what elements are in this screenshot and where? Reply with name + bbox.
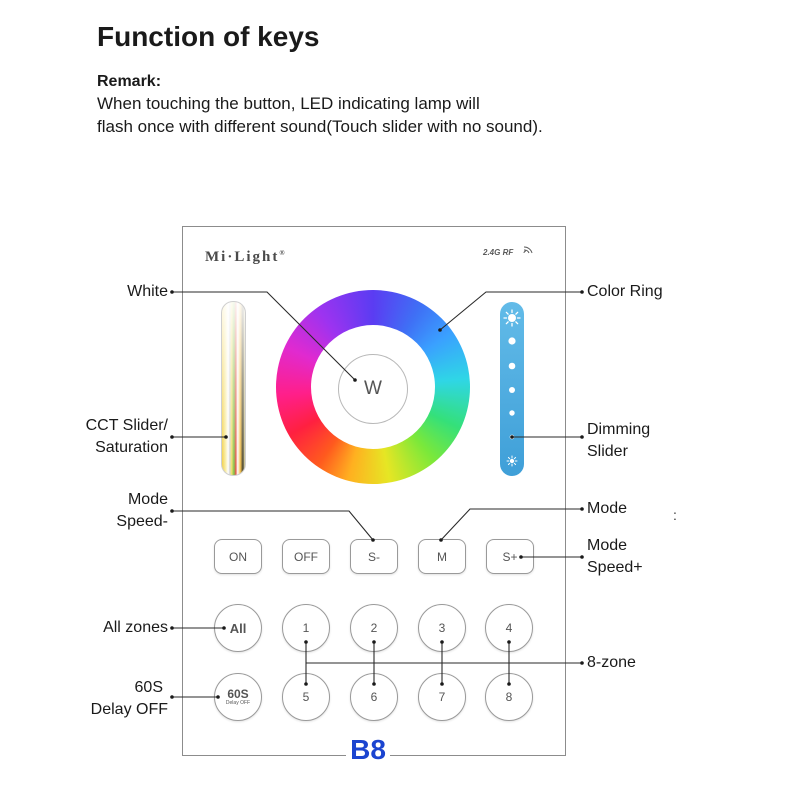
brand-name: Mi·Light (205, 249, 280, 265)
callout-mode-speed-plus-line-2: Speed+ (587, 559, 643, 576)
zone-7-button[interactable]: 7 (418, 673, 466, 721)
zone-4-label: 4 (505, 621, 513, 635)
on-button[interactable]: ON (214, 539, 262, 574)
model-label: B8 (346, 733, 390, 767)
callout-cct-line-2: Saturation (95, 439, 168, 456)
speed-minus-button-label: S- (368, 549, 380, 564)
remark-line-1: When touching the button, LED indicating… (97, 94, 480, 113)
speed-plus-button-label: S+ (502, 549, 518, 564)
callout-mode-speed-plus-line-1: Mode (587, 537, 628, 554)
callout-dimming-slider: Dimming Slider (587, 419, 650, 463)
callout-delay-off-line-1: 60S (134, 679, 163, 696)
cct-saturation-slider[interactable] (221, 301, 246, 476)
callout-mode: Mode (587, 500, 628, 517)
registered-mark: ® (279, 249, 285, 257)
callout-mode-speed-minus-line-2: Speed- (116, 513, 168, 530)
callout-mode-speed-plus: Mode Speed+ (587, 535, 643, 579)
wifi-signal-icon (523, 246, 533, 254)
zone-7-label: 7 (438, 690, 446, 704)
zone-1-label: 1 (302, 621, 310, 635)
white-button[interactable]: W (338, 354, 408, 424)
callout-delay-off: 60S Delay OFF (91, 677, 168, 721)
sun-icon (503, 309, 521, 327)
callout-dimming-line-1: Dimming (587, 421, 651, 438)
remark-line-2: flash once with different sound(Touch sl… (97, 117, 543, 136)
all-zones-button-label: All (229, 620, 247, 636)
small-sun-icon (506, 455, 518, 467)
zone-3-label: 3 (438, 621, 446, 635)
zone-8-button[interactable]: 8 (485, 673, 533, 721)
zone-4-button[interactable]: 4 (485, 604, 533, 652)
callout-color-ring: Color Ring (587, 283, 663, 300)
dimming-level-dot (509, 410, 515, 416)
zone-6-label: 6 (370, 690, 378, 704)
dimming-slider[interactable] (500, 302, 524, 476)
speed-minus-button[interactable]: S- (350, 539, 398, 574)
callout-cct-line-1: CCT Slider/ (85, 417, 168, 434)
delay-off-button-caption: Delay OFF (225, 700, 251, 706)
white-button-label: W (364, 378, 382, 399)
zone-5-button[interactable]: 5 (282, 673, 330, 721)
callout-mode-speed-minus-line-1: Mode (127, 491, 168, 508)
callout-white: White (127, 283, 168, 300)
remark-label: Remark: (97, 73, 162, 90)
delay-off-button-label: 60S (227, 687, 249, 701)
callout-cct-slider: CCT Slider/ Saturation (86, 415, 168, 459)
mode-button[interactable]: M (418, 539, 466, 574)
zone-1-button[interactable]: 1 (282, 604, 330, 652)
zone-5-label: 5 (302, 690, 310, 704)
callout-dimming-line-2: Slider (587, 443, 628, 460)
page-title: Function of keys (97, 21, 320, 52)
all-zones-button[interactable]: All (214, 604, 262, 652)
zone-3-button[interactable]: 3 (418, 604, 466, 652)
callout-eight-zone: 8-zone (587, 654, 636, 671)
dimming-level-dot (508, 362, 516, 370)
zone-2-label: 2 (370, 621, 378, 635)
callout-mode-speed-minus: Mode Speed- (116, 489, 168, 533)
dimming-slider-marks (503, 309, 521, 467)
off-button[interactable]: OFF (282, 539, 330, 574)
callout-all-zones: All zones (103, 619, 168, 636)
mode-button-label: M (437, 549, 447, 564)
off-button-label: OFF (294, 549, 318, 564)
on-button-label: ON (229, 549, 247, 564)
callout-delay-off-line-2: Delay OFF (90, 701, 168, 718)
stray-mark: : (673, 507, 677, 523)
zone-8-label: 8 (505, 690, 513, 704)
dimming-level-dot (508, 337, 516, 345)
dimming-level-dot (509, 434, 515, 440)
zone-2-button[interactable]: 2 (350, 604, 398, 652)
brand-logo: Mi·Light® (205, 243, 285, 267)
speed-plus-button[interactable]: S+ (486, 539, 534, 574)
remark-text: When touching the button, LED indicating… (97, 92, 543, 138)
zone-6-button[interactable]: 6 (350, 673, 398, 721)
rf-label: 2.4G RF (483, 248, 514, 257)
dimming-level-dot (509, 387, 515, 393)
delay-off-button[interactable]: 60S Delay OFF (214, 673, 262, 721)
